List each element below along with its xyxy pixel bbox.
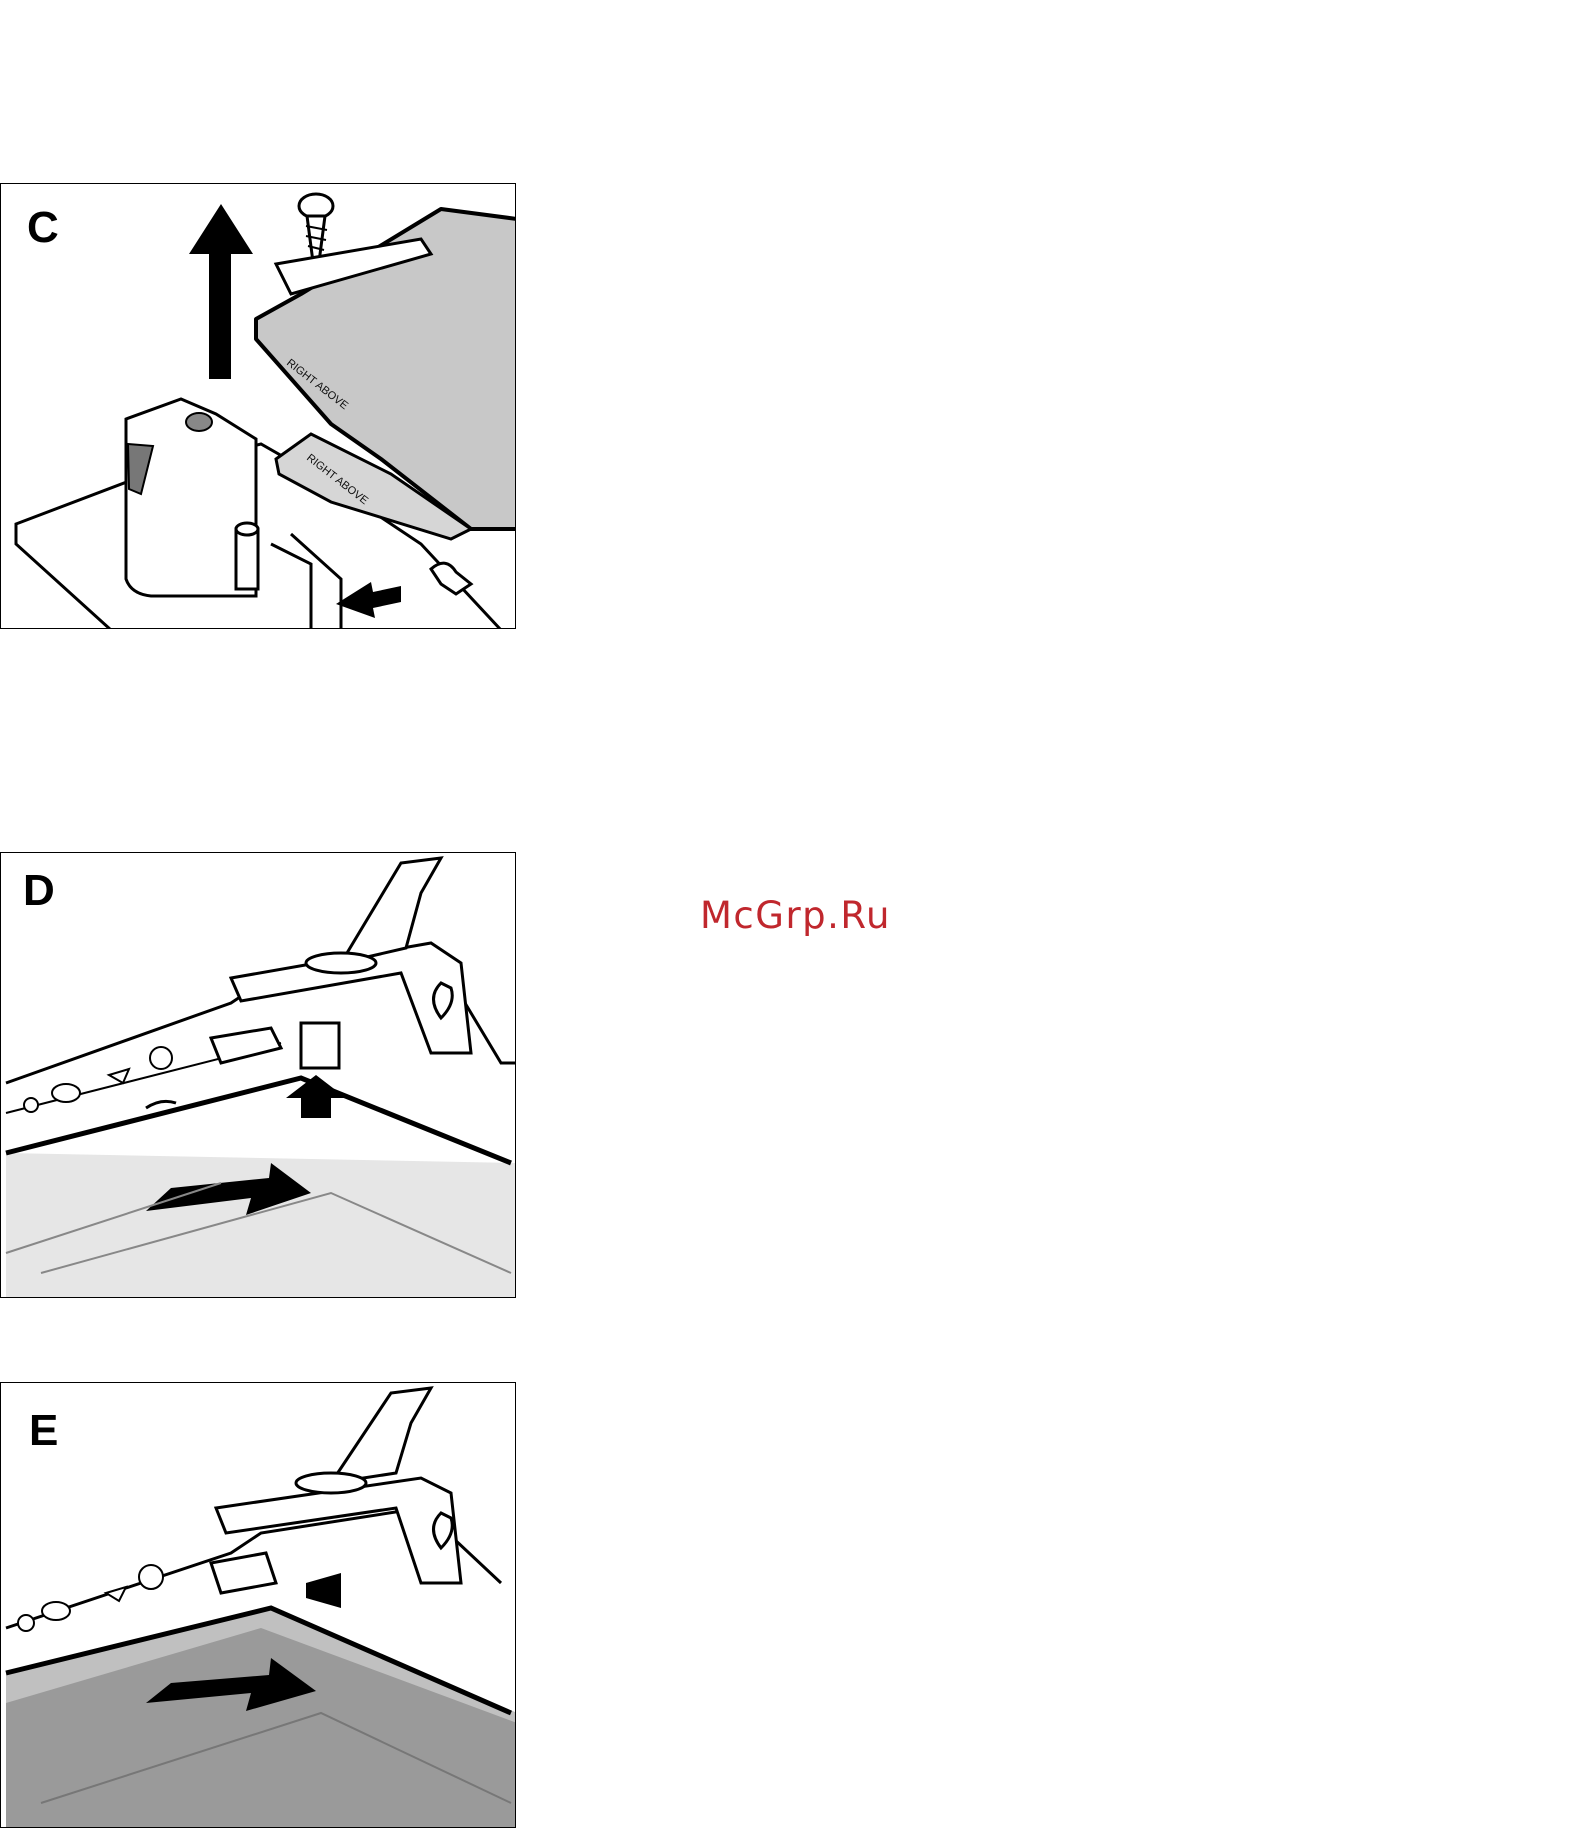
figure-letter: E bbox=[29, 1409, 58, 1453]
figure-e: E bbox=[0, 1382, 516, 1828]
figure-d: D bbox=[0, 852, 516, 1298]
figure-e-illustration bbox=[1, 1383, 516, 1828]
figure-letter: C bbox=[27, 206, 59, 250]
left-arrow-icon bbox=[306, 1573, 341, 1608]
figure-letter: D bbox=[23, 869, 55, 913]
figure-c-illustration: RIGHT ABOVE RIGHT ABOVE bbox=[1, 184, 516, 629]
figure-c: RIGHT ABOVE RIGHT ABOVE C bbox=[0, 183, 516, 629]
figure-d-illustration bbox=[1, 853, 516, 1298]
up-arrow-icon bbox=[189, 204, 253, 379]
watermark: McGrp.Ru bbox=[700, 894, 891, 937]
